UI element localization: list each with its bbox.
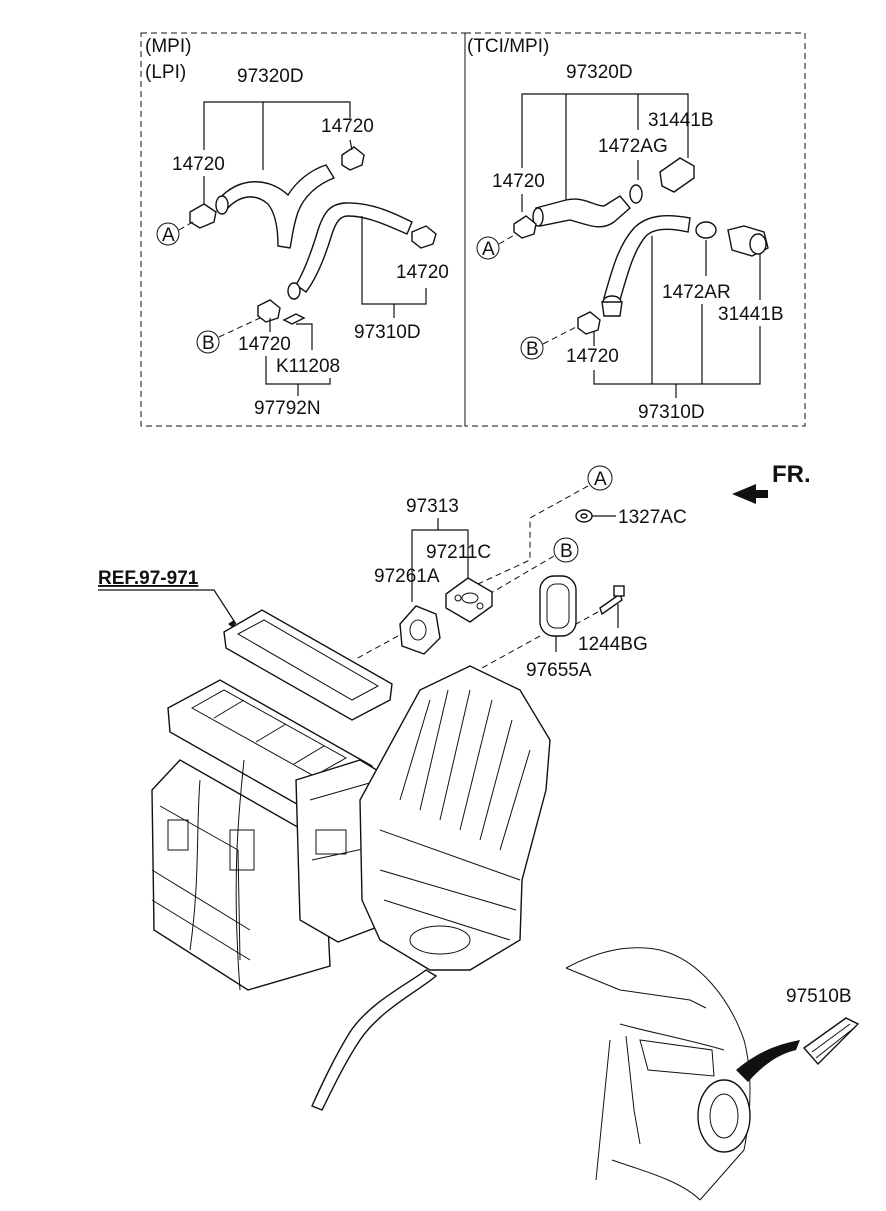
grille-icon	[802, 1017, 860, 1066]
left-clamp-icon-1	[189, 203, 217, 229]
left-clamp-icon-3	[411, 225, 437, 249]
left-hose-upper-label: 97320D	[237, 66, 304, 87]
left-engine-label-1: (MPI)	[145, 36, 191, 57]
left-kit-label: 97792N	[254, 398, 321, 419]
seal-icon	[539, 575, 577, 637]
gasket-c-icon	[445, 577, 493, 623]
left-kit-leaders	[265, 356, 331, 396]
gasket-c-label: 97211C	[426, 542, 491, 563]
nut-label: 1327AC	[618, 507, 687, 528]
gasket-a-icon	[399, 605, 441, 655]
left-lower-hose	[287, 202, 413, 300]
svg-text:B: B	[526, 339, 539, 360]
gasket-a-label: 97261A	[374, 566, 440, 587]
left-clamp-icon-4	[257, 299, 281, 323]
heater-unit-drawing	[151, 609, 551, 1111]
bolt-label: 1244BG	[578, 634, 648, 655]
right-clamp-ag-label: 1472AG	[598, 136, 668, 157]
right-lower-hose	[601, 215, 691, 317]
front-arrow-icon	[732, 484, 768, 504]
left-clamp-label-b: 14720	[172, 154, 225, 175]
right-hose-upper-label: 97320D	[566, 62, 633, 83]
right-ref-a-marker: A	[476, 233, 517, 260]
left-ref-a-marker: A	[156, 219, 197, 246]
right-engine-label: (TCI/MPI)	[467, 36, 549, 57]
clip-icon	[282, 313, 306, 325]
nut-icon	[575, 509, 593, 523]
right-clamp-b-label: 14720	[566, 346, 619, 367]
main-ref-a-marker: A	[477, 465, 613, 585]
gasket-assy-label: 97313	[406, 496, 459, 517]
left-engine-label-2: (LPI)	[145, 62, 186, 83]
left-clip-label: K11208	[276, 356, 340, 377]
right-clamp-ar-label: 1472AR	[662, 282, 731, 303]
right-valve-upper-icon	[659, 157, 695, 193]
svg-text:A: A	[162, 225, 175, 246]
left-clamp-label-a: 14720	[321, 116, 374, 137]
right-hose-upper-leaders	[521, 93, 689, 200]
right-panel-frame	[464, 32, 806, 427]
ref-label: REF.97-971	[98, 568, 199, 589]
right-clamp-ag-icon	[629, 184, 643, 204]
left-upper-hose	[215, 164, 336, 249]
seal-label: 97655A	[526, 660, 592, 681]
left-hose-lower-leaders	[361, 216, 427, 305]
left-panel-frame	[140, 32, 466, 427]
svg-text:B: B	[560, 541, 573, 562]
right-valve-upper-label: 31441B	[648, 110, 714, 131]
ref-arrow-icon	[98, 589, 237, 630]
right-valve-lower-label: 31441B	[718, 304, 784, 325]
left-clamp-label-c: 14720	[396, 262, 449, 283]
grille-pointer-icon	[736, 1040, 800, 1082]
right-hose-lower-leaders	[593, 236, 761, 398]
right-clamp-a-label: 14720	[492, 171, 545, 192]
left-clamp-icon-2	[341, 146, 365, 171]
left-hose-upper-leaders	[203, 101, 351, 170]
right-clamp-ar-icon	[695, 221, 717, 239]
right-clamp-icon-a	[513, 215, 537, 239]
right-hose-lower-label: 97310D	[638, 402, 705, 423]
svg-text:A: A	[482, 239, 495, 260]
right-valve-lower-icon	[727, 225, 769, 257]
left-clamp-label-d: 14720	[238, 334, 291, 355]
right-clamp-icon-b	[577, 311, 601, 335]
left-ref-b-marker: B	[196, 317, 261, 354]
gasket-assy-leaders	[411, 518, 469, 602]
svg-text:B: B	[202, 333, 215, 354]
right-ref-b-marker: B	[520, 325, 579, 360]
grille-label: 97510B	[786, 986, 852, 1007]
main-ref-b-marker: B	[485, 537, 579, 597]
svg-text:A: A	[594, 469, 607, 490]
left-hose-lower-label: 97310D	[354, 322, 421, 343]
vehicle-outline-drawing	[565, 947, 751, 1201]
right-upper-hose	[532, 195, 631, 228]
bolt-icon	[599, 585, 625, 616]
front-label: FR.	[772, 461, 811, 488]
